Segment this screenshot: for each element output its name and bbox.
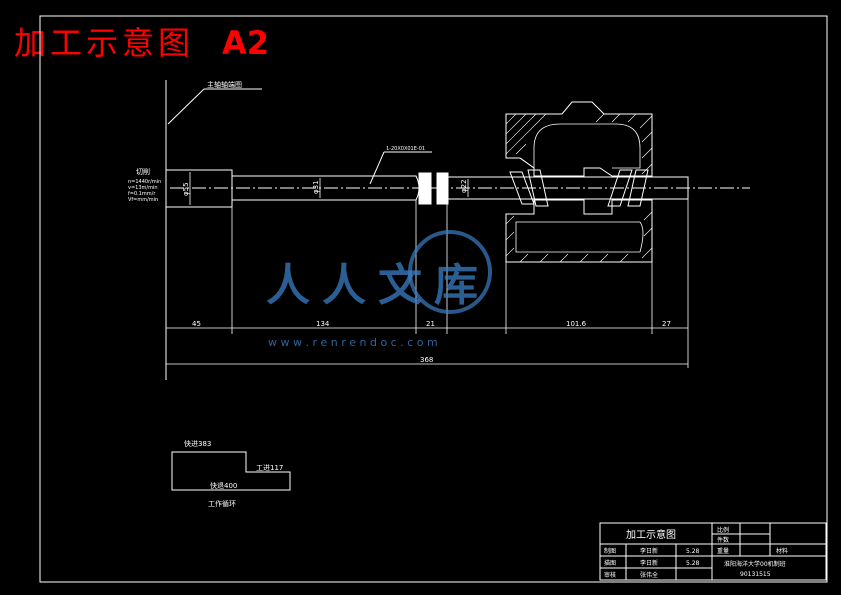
title-block-drawn-name: 李日新 xyxy=(640,547,658,555)
workpiece-upper-inner xyxy=(519,123,641,169)
workpiece-lower-inner xyxy=(515,221,644,253)
drawing-frame xyxy=(39,15,828,583)
title-block-weight-label: 重量 xyxy=(717,547,729,555)
title-block-count-label: 件数 xyxy=(717,536,729,544)
cut-params-title: 切削 xyxy=(136,167,150,176)
title-block-number: 90131515 xyxy=(740,571,771,578)
insert-left xyxy=(509,171,535,205)
title-block-name: 加工示意图 xyxy=(626,528,676,541)
cut-param-n: n=1440r/min xyxy=(128,179,161,185)
cycle-caption: 工作循环 xyxy=(208,499,236,508)
cut-param-v: v=13m/min xyxy=(128,185,158,191)
workpiece-upper xyxy=(505,101,653,177)
watermark-circle xyxy=(408,230,492,314)
workpiece-lower xyxy=(505,199,653,263)
guide-bush-left xyxy=(418,172,432,205)
dim-101-6: 101.6 xyxy=(566,320,587,328)
title-block-drawn-label: 制图 xyxy=(604,547,616,555)
spindle-leader xyxy=(167,88,205,125)
dim-27: 27 xyxy=(662,320,671,328)
cycle-fast-return: 快退400 xyxy=(210,481,237,490)
diam-d3: φ22 xyxy=(460,179,468,193)
page-title-suffix: A2 xyxy=(222,24,270,62)
diam-d1: φ55 xyxy=(182,182,190,196)
watermark-url: w w w . r e n r e n d o c . c o m xyxy=(268,336,438,349)
work-cycle-path xyxy=(171,451,291,491)
title-block-material-label: 材料 xyxy=(776,547,788,555)
tool-spec-leader xyxy=(369,151,385,185)
cycle-work-feed: 工进117 xyxy=(256,464,283,472)
spindle-label: 主轴轴端图 xyxy=(207,80,242,89)
title-block-school: 淮阳海洋大学00机制班 xyxy=(724,560,786,568)
title-block-ratio-label: 比例 xyxy=(717,526,729,534)
cutter-bar xyxy=(447,176,689,200)
guide-bush-right xyxy=(436,172,449,205)
workpiece-hatching xyxy=(505,113,653,263)
insert-left-2 xyxy=(527,169,549,207)
title-block-traced-date: 5.28 xyxy=(686,560,700,567)
insert-right xyxy=(607,169,633,207)
title-block-traced-name: 李日新 xyxy=(640,559,658,567)
cycle-fast-forward: 快进383 xyxy=(184,439,211,448)
dim-21: 21 xyxy=(426,320,435,328)
diam-d2: φ31 xyxy=(312,180,320,194)
cut-param-vf: Vf=mm/min xyxy=(128,197,158,203)
insert-right-2 xyxy=(627,169,649,207)
title-block-review-name: 张伟全 xyxy=(640,571,658,579)
title-block-drawn-date: 5.28 xyxy=(686,548,700,555)
dim-45: 45 xyxy=(192,320,201,328)
dim-total: 368 xyxy=(420,356,433,364)
cut-param-f: f=0.1mm/r xyxy=(128,191,156,197)
title-block-review-label: 审核 xyxy=(604,571,616,579)
title-block-traced-label: 描图 xyxy=(604,559,616,567)
tool-spec: 1-20X0X01E-01 xyxy=(386,146,425,152)
watermark-text: 人人文库 xyxy=(266,260,490,311)
title-block xyxy=(599,522,827,581)
dim-134: 134 xyxy=(316,320,330,328)
